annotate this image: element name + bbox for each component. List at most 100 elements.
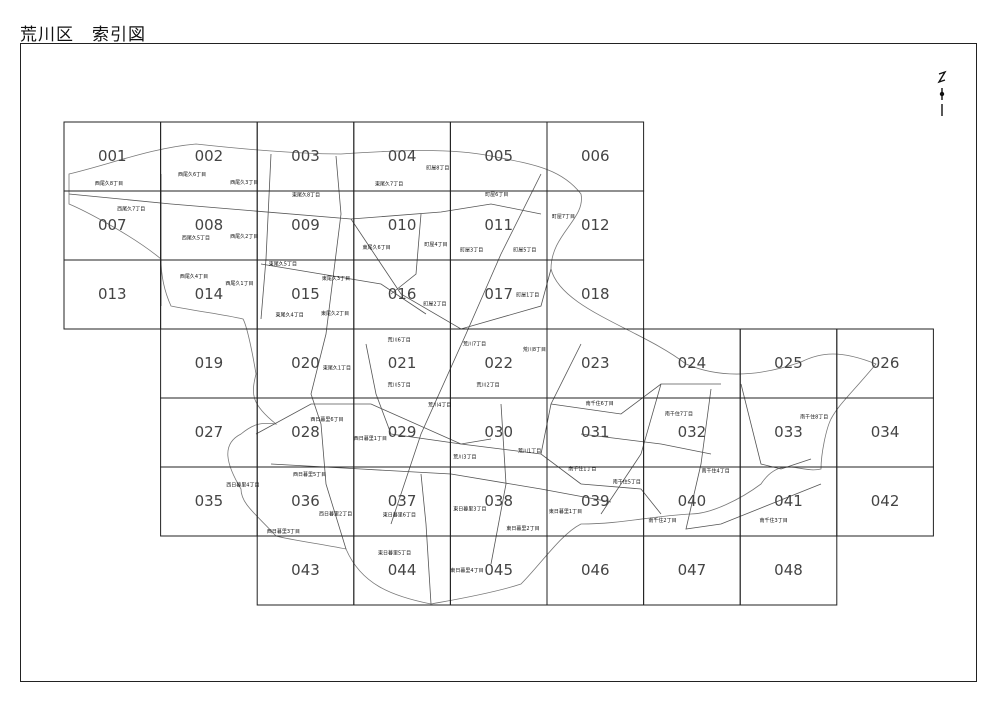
grid-cell-number: 024 [678, 354, 707, 372]
town-label: 町屋1丁目 [516, 293, 539, 299]
grid-cell-number: 032 [678, 423, 707, 441]
town-label: 南千住6丁目 [586, 400, 614, 407]
town-label: 西尾久5丁目 [182, 234, 210, 241]
grid-cell-number: 048 [774, 561, 803, 579]
town-label: 西日暮里5丁目 [293, 471, 326, 478]
grid-cell-048[interactable]: 048 [739, 535, 838, 606]
grid-cell-number: 014 [195, 285, 224, 303]
town-label: 西尾久4丁目 [180, 273, 208, 280]
grid-cell-number: 031 [581, 423, 610, 441]
town-label: 東日暮里3丁目 [453, 505, 486, 512]
grid-cell-number: 019 [195, 354, 224, 372]
grid-cell-039[interactable]: 039 [546, 466, 645, 537]
town-label: 東尾久6丁目 [362, 244, 390, 251]
grid-cell-number: 039 [581, 492, 610, 510]
town-label: 西日暮里3丁目 [267, 528, 300, 535]
grid-cell-015[interactable]: 015 [256, 259, 355, 330]
grid-cell-number: 036 [291, 492, 320, 510]
grid-cell-012[interactable]: 012 [546, 190, 645, 261]
town-label: 南千住3丁目 [760, 517, 788, 524]
grid-cell-047[interactable]: 047 [643, 535, 741, 606]
grid-cell-046[interactable]: 046 [546, 535, 645, 606]
grid-cell-005[interactable]: 005 [449, 121, 548, 192]
grid-cell-number: 023 [581, 354, 610, 372]
town-label: 町屋5丁目 [513, 248, 536, 254]
grid-cell-019[interactable]: 019 [160, 328, 258, 399]
town-label: 西尾久8丁目 [95, 180, 123, 187]
grid-cell-number: 002 [195, 147, 224, 165]
grid-cell-number: 010 [388, 216, 417, 234]
grid-cell-number: 030 [484, 423, 513, 441]
grid-cell-041[interactable]: 041 [739, 466, 838, 537]
grid-cell-033[interactable]: 033 [739, 397, 838, 468]
grid-cell-number: 022 [484, 354, 513, 372]
grid-cell-026[interactable]: 026 [836, 328, 934, 399]
grid-cell-number: 045 [484, 561, 513, 579]
grid-cell-border [739, 535, 838, 606]
grid-cell-number: 015 [291, 285, 320, 303]
grid-cell-008[interactable]: 008 [160, 190, 258, 261]
town-label: 町屋4丁目 [424, 242, 447, 248]
grid-cell-016[interactable]: 016 [353, 259, 451, 330]
grid-cell-number: 035 [195, 492, 224, 510]
grid-cell-037[interactable]: 037 [353, 466, 451, 537]
town-label: 荒川7丁目 [463, 341, 486, 348]
town-label: 南千住5丁目 [613, 479, 641, 486]
town-label: 西尾久6丁目 [178, 171, 206, 178]
grid-cell-025[interactable]: 025 [739, 328, 838, 399]
town-label: 東日暮里4丁目 [450, 567, 483, 574]
town-label: 町屋3丁目 [460, 248, 483, 254]
grid-cell-018[interactable]: 018 [546, 259, 645, 330]
grid-cell-number: 005 [484, 147, 513, 165]
town-label: 荒川4丁目 [428, 401, 451, 408]
town-label: 西日暮里2丁目 [319, 510, 352, 517]
ward-outline [68, 143, 877, 605]
grid-cell-number: 044 [388, 561, 417, 579]
grid-cell-number: 033 [774, 423, 803, 441]
grid-cell-013[interactable]: 013 [63, 259, 162, 330]
town-label: 南千住8丁目 [800, 414, 828, 421]
grid-cell-044[interactable]: 044 [353, 535, 451, 606]
town-label: 荒川6丁目 [388, 336, 411, 343]
town-label: 東尾久7丁目 [375, 180, 403, 187]
town-label: 西尾久2丁目 [230, 233, 258, 240]
grid-cell-number: 016 [388, 285, 417, 303]
north-arrow-icon [937, 70, 947, 116]
grid-cell-040[interactable]: 040 [643, 466, 741, 537]
town-label: 東日暮里1丁目 [549, 508, 582, 515]
grid-cell-023[interactable]: 023 [546, 328, 645, 399]
town-label: 荒川8丁目 [523, 346, 546, 353]
grid-cell-number: 009 [291, 216, 320, 234]
grid-cell-035[interactable]: 035 [160, 466, 258, 537]
grid-cell-number: 011 [484, 216, 513, 234]
grid-cell-number: 028 [291, 423, 320, 441]
grid-cell-number: 003 [291, 147, 320, 165]
grid-cell-020[interactable]: 020 [256, 328, 355, 399]
town-label: 荒川2丁目 [476, 381, 499, 388]
grid-cell-number: 008 [195, 216, 224, 234]
grid-cell-006[interactable]: 006 [546, 121, 645, 192]
grid-cell-028[interactable]: 028 [256, 397, 355, 468]
grid-cell-number: 001 [98, 147, 127, 165]
page-title: 荒川区 索引図 [20, 25, 146, 45]
town-label: 東日暮里6丁目 [383, 512, 416, 519]
grid-cell-003[interactable]: 003 [256, 121, 355, 192]
town-label: 荒川1丁目 [518, 448, 541, 455]
grid-cell-043[interactable]: 043 [256, 535, 355, 606]
grid-cell-number: 004 [388, 147, 417, 165]
grid-cell-number: 038 [484, 492, 513, 510]
grid-cell-number: 006 [581, 147, 610, 165]
grid-cell-042[interactable]: 042 [836, 466, 934, 537]
grid-cell-number: 047 [678, 561, 707, 579]
town-label: 町屋8丁目 [426, 166, 449, 172]
grid-cell-number: 041 [774, 492, 803, 510]
grid-cell-034[interactable]: 034 [836, 397, 934, 468]
grid-cell-number: 025 [774, 354, 803, 372]
town-label: 東尾久5丁目 [269, 261, 297, 268]
town-label: 荒川5丁目 [388, 381, 411, 388]
grid-cell-032[interactable]: 032 [643, 397, 741, 468]
grid-cell-024[interactable]: 024 [643, 328, 741, 399]
grid-cell-number: 013 [98, 285, 127, 303]
